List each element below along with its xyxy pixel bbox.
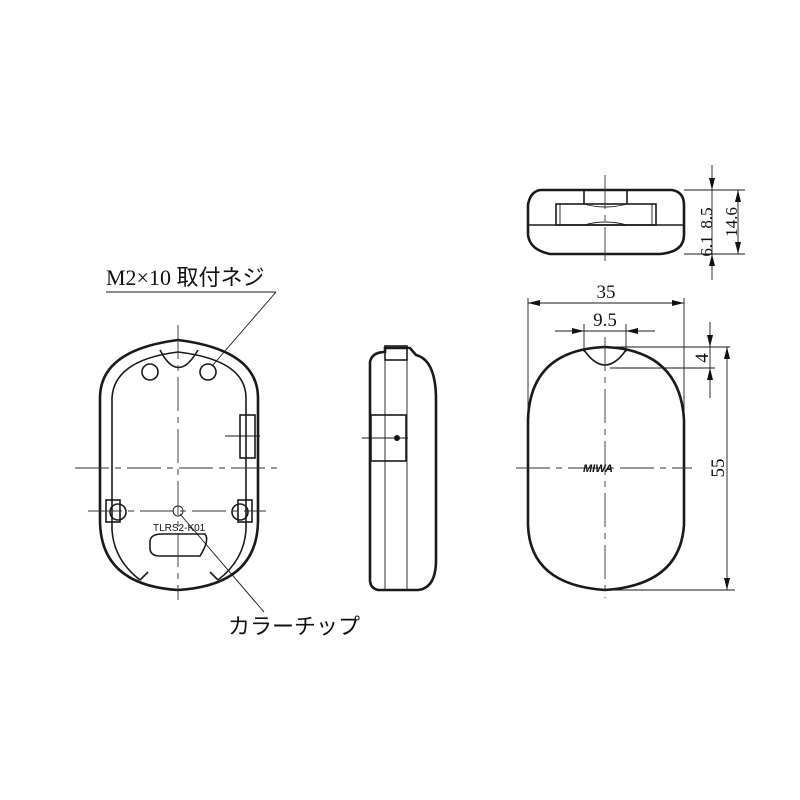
back-view: TLRS2-K01 M2×10 取付ネジ カラーチップ xyxy=(75,265,360,639)
screw-icon xyxy=(105,363,253,523)
color-chip-callout: カラーチップ xyxy=(228,614,360,639)
model-code: TLRS2-K01 xyxy=(153,523,206,534)
dim-width-total: 35 xyxy=(597,282,616,303)
dim-thickness-total: 14.6 xyxy=(722,207,741,237)
dim-recess-depth: 4 xyxy=(692,353,713,363)
dim-recess-width: 9.5 xyxy=(593,310,617,331)
brand-mark: MIWA xyxy=(583,463,613,475)
front-view: MIWA 35 9.5 4 55 xyxy=(516,282,735,598)
side-view xyxy=(362,345,438,592)
dim-thickness-upper: 8.5 xyxy=(697,207,716,228)
dim-height-total: 55 xyxy=(708,459,729,478)
dim-thickness-lower: 6.1 xyxy=(697,235,716,256)
screw-callout: M2×10 取付ネジ xyxy=(106,265,264,290)
top-view: 8.5 6.1 14.6 xyxy=(526,165,745,280)
